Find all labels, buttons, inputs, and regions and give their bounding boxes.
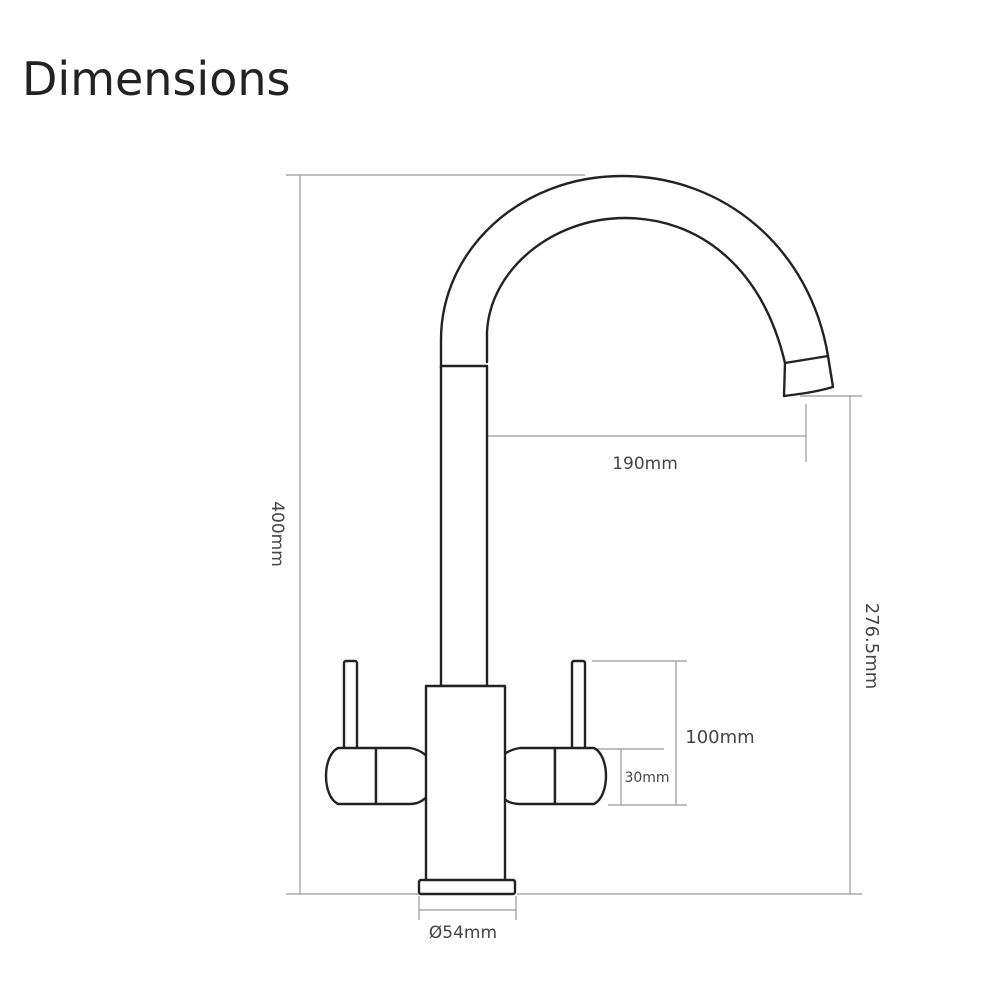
spout-nozzle [782, 354, 835, 398]
tap-body [424, 684, 507, 883]
spout-inner-curve [485, 216, 787, 365]
left-handle-outer [324, 746, 378, 806]
lever-height-label: 100mm [685, 727, 754, 748]
spout-reach-label: 190mm [612, 454, 678, 474]
right-lever-rod [570, 659, 587, 752]
base-diameter-label: Ø54mm [429, 923, 497, 943]
dimension-lines [286, 174, 862, 920]
height-total-label: 400mm [267, 501, 287, 567]
base-plate [417, 878, 517, 896]
right-handle-outer [553, 746, 608, 806]
handle-height-label: 30mm [624, 770, 669, 786]
left-lever-rod [342, 659, 359, 752]
tap-drawing [324, 174, 835, 896]
page-title: Dimensions [22, 52, 291, 106]
stem [439, 364, 489, 688]
spout-height-label: 276.5mm [861, 603, 882, 690]
spout-outer-curve [439, 174, 830, 370]
